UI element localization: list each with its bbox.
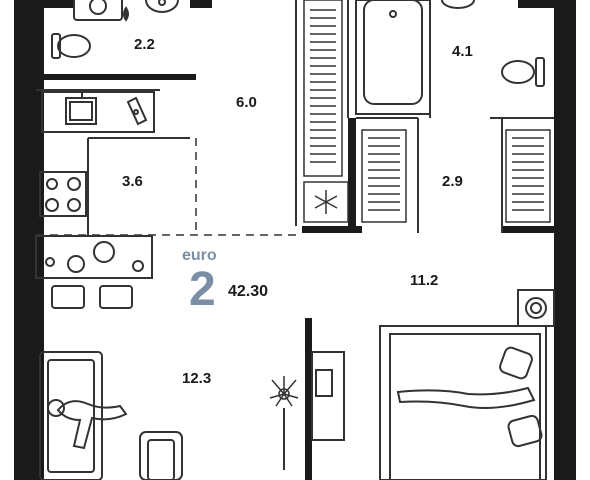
bed-icon <box>379 325 547 480</box>
kitchen-counter <box>41 91 155 133</box>
room-area-label: 3.6 <box>122 173 143 190</box>
radiator-icon <box>505 129 551 223</box>
room-area-label: 12.3 <box>182 370 212 387</box>
room-area-label: 6.0 <box>236 94 257 111</box>
tv-stand-icon <box>283 351 345 470</box>
room-area-label: 4.1 <box>452 43 473 60</box>
walls <box>14 0 576 480</box>
wall-closet-right <box>348 118 356 233</box>
plant-icon <box>269 376 299 407</box>
total-area: 42.30 <box>228 283 269 300</box>
wall-right <box>554 0 576 480</box>
radiator-icon <box>361 129 407 223</box>
wall-partition <box>305 318 312 480</box>
wall-top-mid <box>190 0 212 8</box>
wall-closet-bottom <box>302 226 362 233</box>
armchair-icon <box>139 431 183 480</box>
rooms-count: 2 <box>189 263 216 316</box>
dining-table-icon <box>35 235 153 309</box>
washing-machine-icon <box>517 289 555 327</box>
bottle-icon <box>126 96 148 126</box>
toilet-icon <box>501 57 545 87</box>
room-area-label: 11.2 <box>410 272 439 289</box>
room-area-label: 2.9 <box>442 173 463 190</box>
interior-lines <box>36 0 554 236</box>
snowflake-icon <box>303 181 349 223</box>
bath-sink-icon <box>441 0 475 9</box>
radiator-icon <box>303 0 343 177</box>
wall-top-left <box>44 0 74 8</box>
stove-icon <box>39 171 87 217</box>
bathtub-icon <box>355 0 431 115</box>
toilet-icon <box>51 33 91 59</box>
wall-top-right <box>518 0 554 8</box>
room-area-label: 2.2 <box>134 36 155 53</box>
sink-icon <box>145 0 179 13</box>
wall-storage-bottom <box>502 226 554 233</box>
apartment-type-label: euro <box>182 247 217 264</box>
wall-wc-bottom <box>36 74 196 80</box>
washing-machine-icon <box>73 0 129 22</box>
sofa-icon <box>39 351 128 480</box>
